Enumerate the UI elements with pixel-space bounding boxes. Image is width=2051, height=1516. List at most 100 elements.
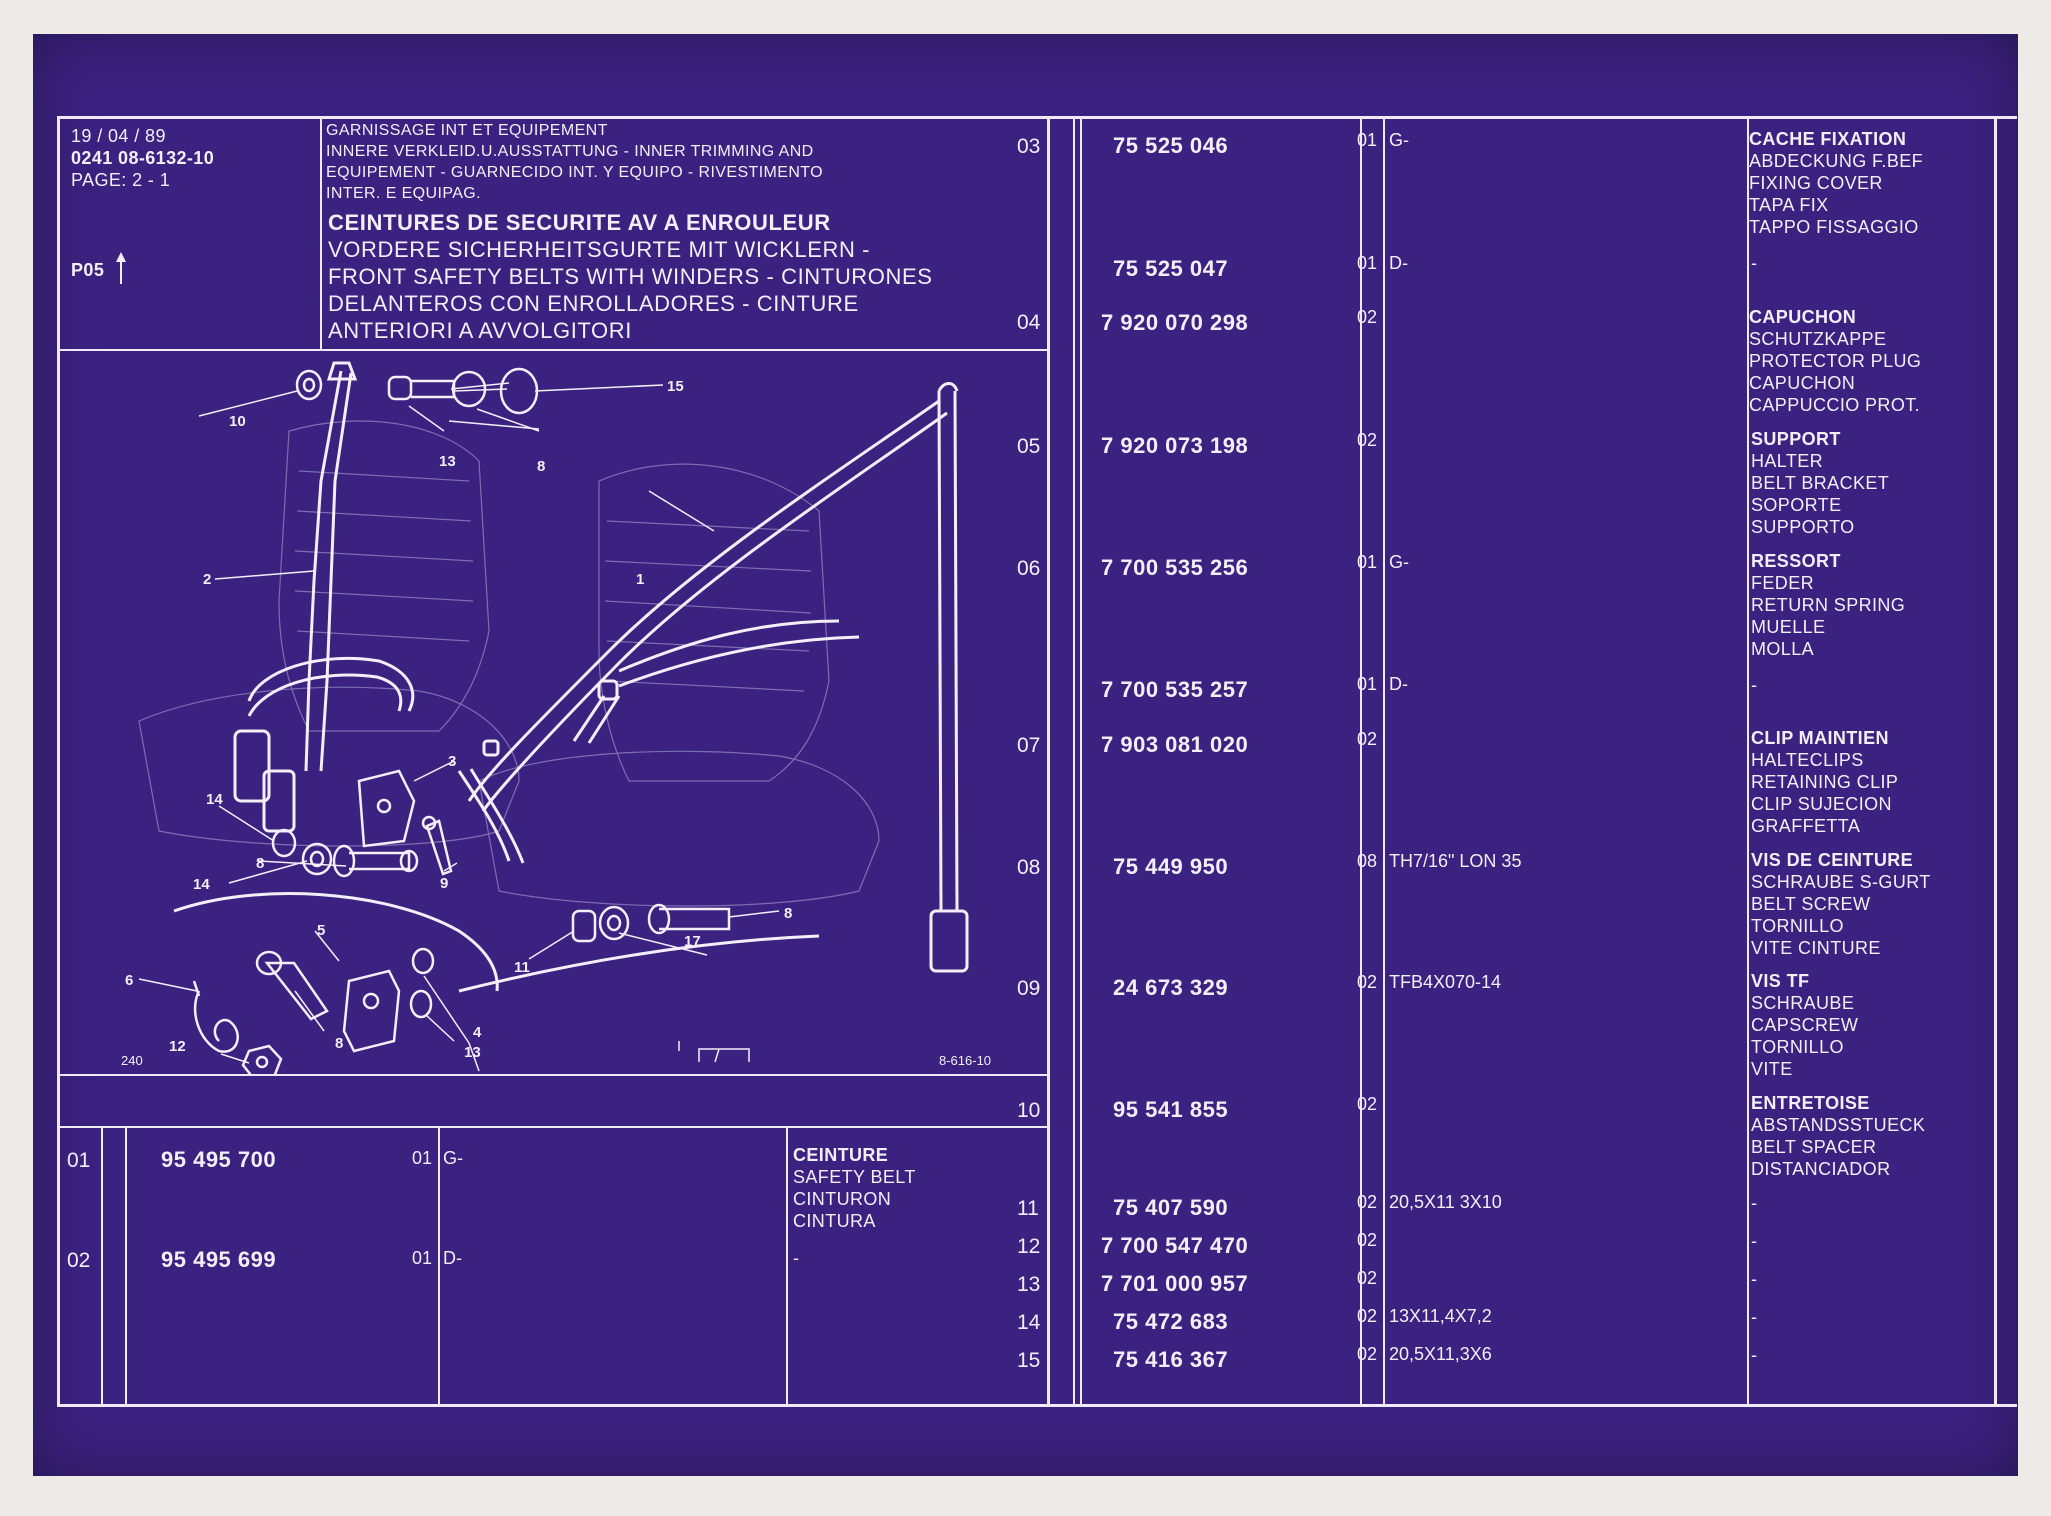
- callout-15: 14: [206, 791, 223, 808]
- group-line-3: EQUIPEMENT - GUARNECIDO INT. Y EQUIPO - …: [326, 164, 824, 181]
- callout-numbers: 15 10 13 8 2 1 3 14 9 14 8 8 17 11 5 6 4…: [121, 378, 991, 1068]
- leader-lines: [138, 382, 780, 1072]
- left-row-1-index: 01: [67, 1149, 91, 1172]
- right-row-3-desc-es: CAPUCHON: [1749, 373, 1856, 393]
- right-row-8-remark: TH7/16" LON 35: [1389, 851, 1522, 871]
- right-row-11-qty: 02: [1357, 1192, 1378, 1212]
- callout-10: 10: [229, 413, 246, 430]
- empty-row-bottom-line: [57, 1126, 1047, 1128]
- right-row-9-desc-de: SCHRAUBE: [1751, 993, 1855, 1013]
- right-row-3-desc-fr: CAPUCHON: [1749, 307, 1857, 327]
- right-row-5-description: RESSORT FEDER RETURN SPRING MUELLE MOLLA: [1751, 550, 1905, 660]
- right-row-4-desc-fr: SUPPORT: [1751, 429, 1841, 449]
- right-row-5-qty: 01: [1357, 552, 1378, 572]
- microfiche-sheet: 19 / 04 / 89 0241 08-6132-10 PAGE: 2 - 1…: [33, 34, 2018, 1476]
- left-row-1-description: CEINTURE SAFETY BELT CINTURON CINTURA: [793, 1144, 916, 1232]
- right-row-13-qty: 02: [1357, 1268, 1378, 1288]
- right-row-13-description: -: [1751, 1269, 1758, 1289]
- left-row-1-qty: 01: [412, 1148, 433, 1168]
- right-row-9-remark: TFB4X070-14: [1389, 972, 1502, 992]
- right-row-7-desc-en: RETAINING CLIP: [1751, 772, 1899, 792]
- right-row-1-desc-en: FIXING COVER: [1749, 173, 1883, 193]
- right-row-4-desc-es: SOPORTE: [1751, 495, 1842, 515]
- right-row-8-desc-de: SCHRAUBE S-GURT: [1751, 872, 1931, 892]
- callout-4: 15: [667, 378, 684, 395]
- right-row-4-desc-it: SUPPORTO: [1751, 517, 1855, 537]
- right-row-11-part-number: 75 407 590: [1113, 1195, 1229, 1220]
- frame-right: [1994, 116, 1997, 1407]
- right-row-14-qty: 02: [1357, 1306, 1378, 1326]
- right-row-15-remark: 20,5X11,3X6: [1389, 1344, 1492, 1364]
- left-row-2-description: -: [793, 1248, 800, 1268]
- right-row-3-description: CAPUCHON SCHUTZKAPPE PROTECTOR PLUG CAPU…: [1749, 306, 1921, 416]
- left-row-2-part-number: 95 495 699: [161, 1247, 277, 1272]
- header-split-vertical: [320, 116, 322, 349]
- left-table-col2: [125, 1126, 127, 1406]
- right-row-6-part-number: 7 700 535 257: [1101, 677, 1249, 702]
- right-row-4-index: 05: [1017, 435, 1041, 458]
- header-bottom-line: [57, 349, 1047, 351]
- right-row-15-index: 15: [1017, 1349, 1041, 1372]
- callout-240: 240: [121, 1053, 143, 1068]
- right-row-6-remark: D-: [1389, 674, 1408, 694]
- right-table-col4: [1383, 116, 1385, 1407]
- right-row-1-desc-it: TAPPO FISSAGGIO: [1749, 217, 1919, 237]
- right-row-3-part-number: 7 920 070 298: [1101, 310, 1249, 335]
- callout-7: 4: [473, 1024, 482, 1041]
- right-row-3-desc-it: CAPPUCCIO PROT.: [1749, 395, 1921, 415]
- small-parts: [192, 367, 731, 1074]
- right-row-7-desc-de: HALTECLIPS: [1751, 750, 1864, 770]
- right-row-12-description: -: [1751, 1231, 1758, 1251]
- left-row-2-qty: 01: [412, 1248, 433, 1268]
- right-row-14-remark: 13X11,4X7,2: [1389, 1306, 1492, 1326]
- right-row-14-index: 14: [1017, 1311, 1041, 1334]
- left-right-divider: [1047, 116, 1050, 1407]
- right-row-10-index: 10: [1017, 1099, 1041, 1122]
- right-row-8-desc-fr: VIS DE CEINTURE: [1751, 850, 1914, 870]
- right-row-14-description: -: [1751, 1307, 1758, 1327]
- right-row-7-desc-it: GRAFFETTA: [1751, 816, 1861, 836]
- callout-5: 5: [317, 922, 325, 939]
- left-row-1-desc-fr: CEINTURE: [793, 1145, 889, 1165]
- group-line-2: INNERE VERKLEID.U.AUSSTATTUNG - INNER TR…: [326, 143, 814, 160]
- left-table-col3: [438, 1126, 440, 1406]
- right-row-4-desc-en: BELT BRACKET: [1751, 473, 1890, 493]
- right-row-10-desc-en: BELT SPACER: [1751, 1137, 1877, 1157]
- callout-16: 14: [193, 876, 210, 893]
- right-row-9-desc-fr: VIS TF: [1751, 971, 1810, 991]
- right-row-2-qty: 01: [1357, 253, 1378, 273]
- right-row-1-qty: 01: [1357, 130, 1378, 150]
- right-row-2-part-number: 75 525 047: [1113, 256, 1229, 281]
- left-row-1-part-number: 95 495 700: [161, 1147, 277, 1172]
- callout-13: 13: [464, 1044, 481, 1061]
- plate-code: P05: [71, 260, 105, 280]
- right-row-3-qty: 02: [1357, 307, 1378, 327]
- right-row-8-description: VIS DE CEINTURE SCHRAUBE S-GURT BELT SCR…: [1751, 849, 1931, 959]
- right-row-9-part-number: 24 673 329: [1113, 975, 1229, 1000]
- diagram-bottom-line: [57, 1074, 1047, 1076]
- right-row-11-remark: 20,5X11 3X10: [1389, 1192, 1502, 1212]
- right-row-15-description: -: [1751, 1345, 1758, 1365]
- right-row-5-desc-fr: RESSORT: [1751, 551, 1841, 571]
- right-row-7-description: CLIP MAINTIEN HALTECLIPS RETAINING CLIP …: [1751, 727, 1898, 837]
- callout-17: 17: [684, 933, 701, 950]
- left-row-1-remark: G-: [443, 1148, 463, 1168]
- right-row-5-part-number: 7 700 535 256: [1101, 555, 1249, 580]
- right-row-5-desc-de: FEDER: [1751, 573, 1815, 593]
- right-row-8-desc-en: BELT SCREW: [1751, 894, 1871, 914]
- callout-9: 9: [440, 875, 448, 892]
- right-belt: [457, 382, 969, 973]
- right-row-9-description: VIS TF SCHRAUBE CAPSCREW TORNILLO VITE: [1751, 970, 1858, 1080]
- right-row-7-index: 07: [1017, 734, 1041, 757]
- right-row-1-part-number: 75 525 046: [1113, 133, 1229, 158]
- group-line-1: GARNISSAGE INT ET EQUIPEMENT: [326, 122, 608, 139]
- right-row-13-index: 13: [1017, 1273, 1041, 1296]
- right-table-col1: [1073, 116, 1075, 1407]
- right-row-4-part-number: 7 920 073 198: [1101, 433, 1249, 458]
- right-row-4-description: SUPPORT HALTER BELT BRACKET SOPORTE SUPP…: [1751, 428, 1889, 538]
- callout-14: 13: [439, 453, 456, 470]
- left-row-1-desc-en: SAFETY BELT: [793, 1167, 916, 1187]
- right-row-9-desc-it: VITE: [1751, 1059, 1793, 1079]
- right-row-1-desc-fr: CACHE FIXATION: [1749, 129, 1907, 149]
- right-row-8-qty: 08: [1357, 851, 1378, 871]
